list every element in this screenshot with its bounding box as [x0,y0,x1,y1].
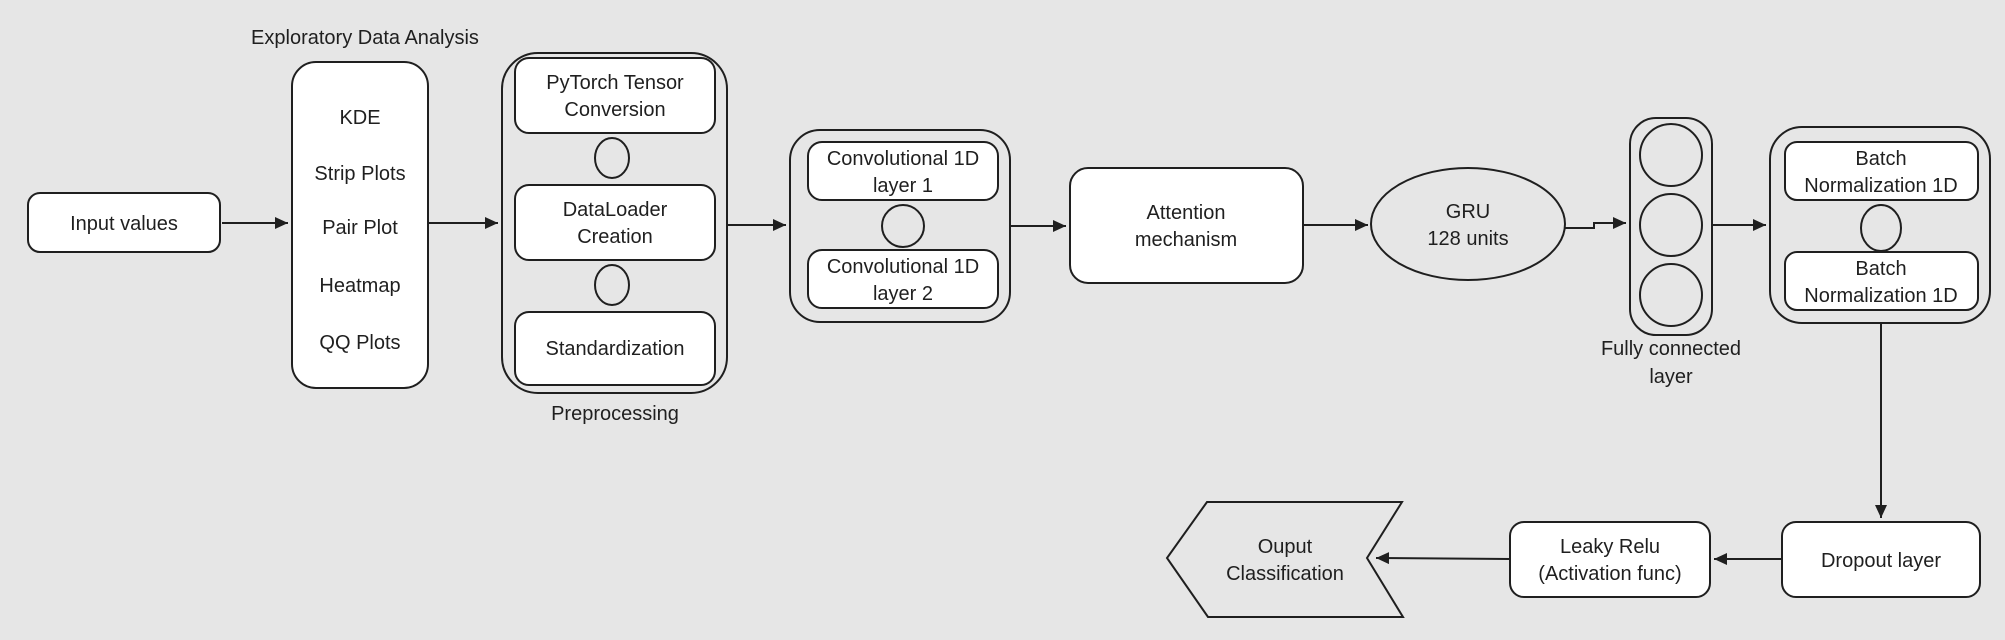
conv1d-layer1-label-line1: Convolutional 1D [827,148,979,170]
edge-gru-to-fc [1565,217,1626,229]
attention-label-line1: Attention [1147,202,1226,224]
output-classification-label-line1: Ouput [1258,536,1313,558]
gru-label-line2: 128 units [1427,228,1508,250]
fully-connected-caption-line1: Fully connected [1601,338,1741,360]
batchnorm2-label-line1: Batch [1855,258,1906,280]
conv-connector-circle [881,204,925,248]
dropout-node [1781,521,1981,598]
preprocessing-caption: Preprocessing [551,403,679,425]
batchnorm1-label-line1: Batch [1855,148,1906,170]
batchnorm1-node [1784,141,1979,201]
fc-neuron-circle-3 [1639,263,1703,327]
leaky-relu-label-line1: Leaky Relu [1560,536,1660,558]
leaky-relu-node [1509,521,1711,598]
dataloader-creation-label-line2: Creation [577,226,653,248]
conv1d-layer2-label-line1: Convolutional 1D [827,256,979,278]
eda-item-heatmap: Heatmap [319,275,400,297]
batchnorm2-label-line2: Normalization 1D [1804,285,1957,307]
output-classification-label-line2: Classification [1226,563,1344,585]
eda-title: Exploratory Data Analysis [251,27,479,49]
gru-label-line1: GRU [1446,201,1490,223]
attention-label-line2: mechanism [1135,229,1237,251]
batchnorm1-label-line2: Normalization 1D [1804,175,1957,197]
output-classification-node [1165,501,1405,618]
fc-neuron-circle-1 [1639,123,1703,187]
batchnorm-connector-circle [1860,204,1902,252]
input-values-label: Input values [70,213,178,235]
edge-leakyrelu-to-output [1375,552,1511,565]
dataloader-creation-label-line1: DataLoader [563,199,668,221]
preprocessing-connector-circle-1 [594,137,630,179]
batchnorm2-node [1784,251,1979,311]
input-values-node [27,192,221,253]
preprocessing-connector-circle-2 [594,264,630,306]
pytorch-tensor-conversion-label-line2: Conversion [564,99,665,121]
pytorch-tensor-conversion-node [514,57,716,134]
eda-node [291,61,429,389]
fc-neuron-circle-2 [1639,193,1703,257]
attention-node [1069,167,1304,284]
dataloader-creation-node [514,184,716,261]
eda-item-qq-plots: QQ Plots [319,332,400,354]
eda-item-pair-plot: Pair Plot [322,217,398,239]
conv1d-layer1-node [807,141,999,201]
pytorch-tensor-conversion-label-line1: PyTorch Tensor [546,72,684,94]
eda-item-kde: KDE [339,107,380,129]
gru-node [1370,167,1566,281]
standardization-node [514,311,716,386]
eda-item-strip-plots: Strip Plots [314,163,405,185]
conv1d-layer2-node [807,249,999,309]
conv1d-layer1-label-line2: layer 1 [873,175,933,197]
fully-connected-caption-line2: layer [1649,366,1693,388]
dropout-label: Dropout layer [1821,550,1941,572]
standardization-label: Standardization [546,338,685,360]
leaky-relu-label-line2: (Activation func) [1538,563,1681,585]
conv1d-layer2-label-line2: layer 2 [873,283,933,305]
